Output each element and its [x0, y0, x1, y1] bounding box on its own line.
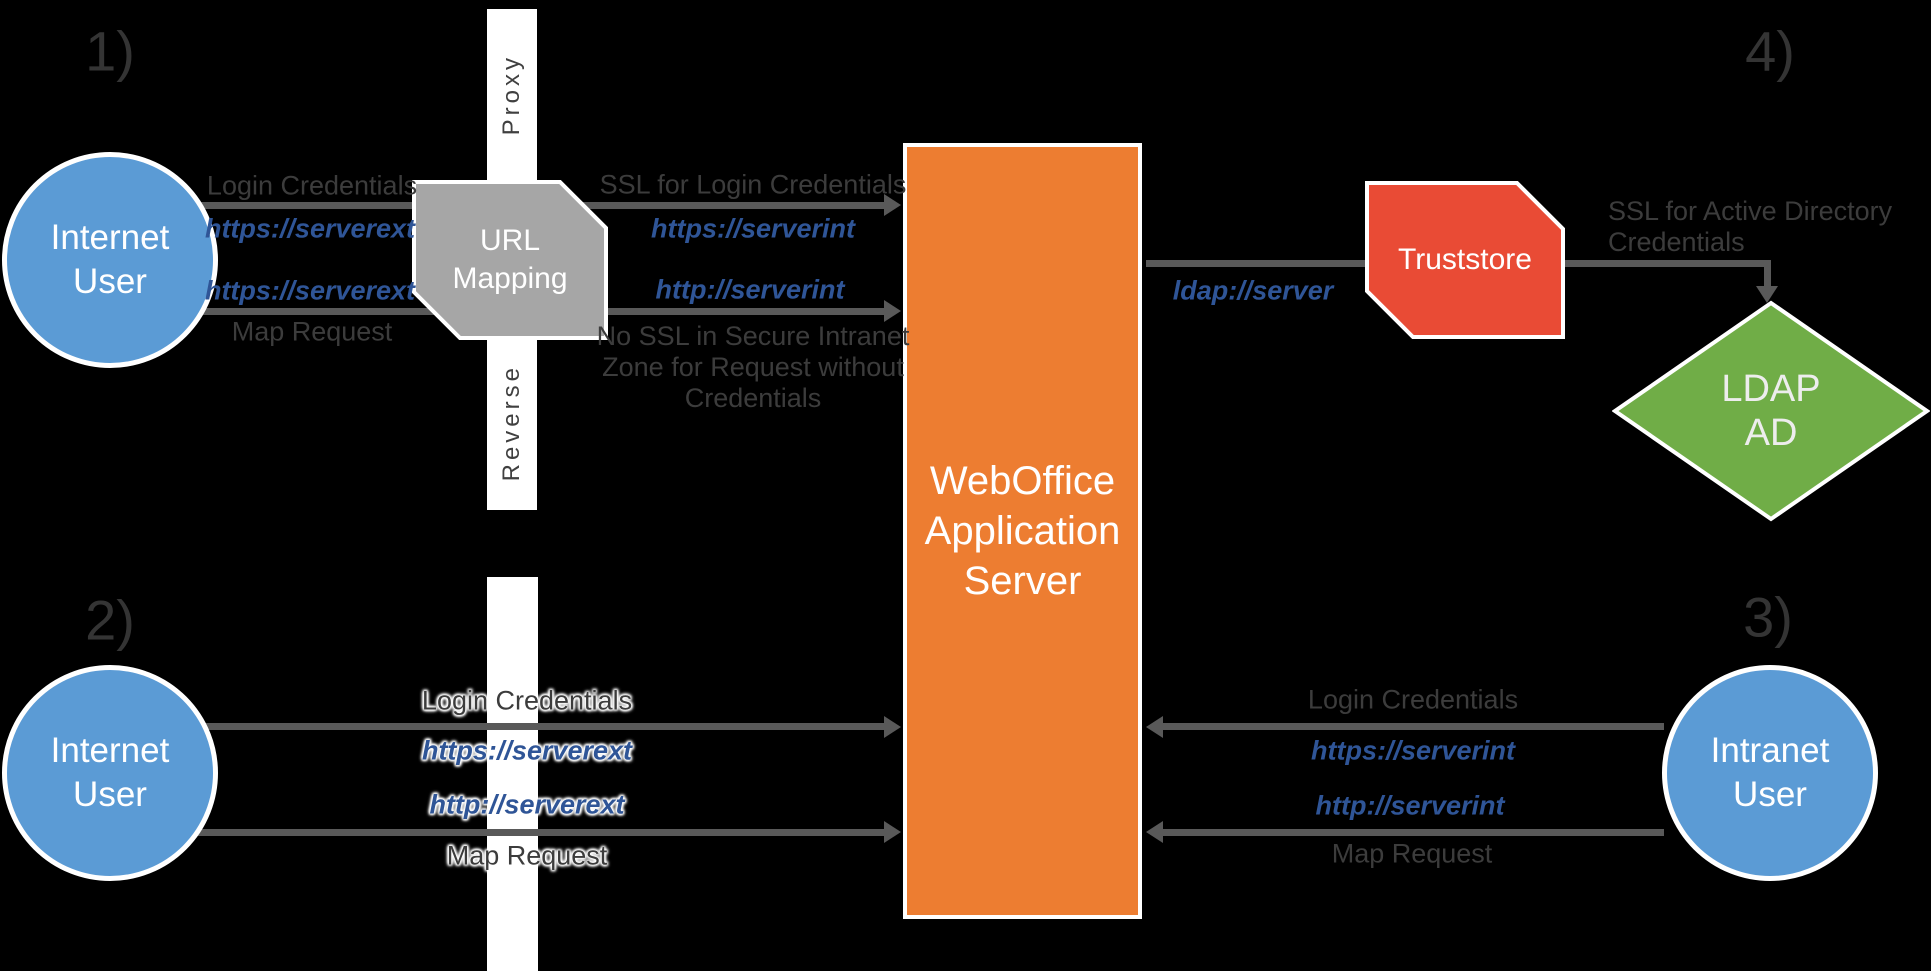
- internet-user-top-line1: Internet: [50, 218, 170, 257]
- intranet-user-line1: Intranet: [1710, 731, 1830, 770]
- internet-user-bottom-node: Internet User: [2, 665, 218, 881]
- ssl-ad-note-line2: Credentials: [1608, 227, 1745, 257]
- s1-https-serverext2-label: https://serverext: [204, 275, 416, 306]
- internet-user-bottom-line1: Internet: [50, 731, 170, 770]
- url-mapping-line2: Mapping: [452, 262, 568, 295]
- internet-user-top-node: Internet User: [2, 152, 218, 368]
- proxy-word-text: Proxy: [498, 54, 525, 136]
- arrow-s1-map-head: [884, 300, 901, 322]
- truststore-label: Truststore: [1398, 243, 1532, 276]
- reverse-proxy-bar-bottom: [487, 577, 538, 971]
- arrow-s3-map-head: [1146, 821, 1163, 843]
- url-mapping-shape: [412, 180, 608, 340]
- ldap-ad-shape: [1612, 300, 1930, 522]
- section-4-label: 4): [1745, 19, 1795, 83]
- truststore-shape: [1365, 181, 1565, 339]
- intranet-user-line2: User: [1733, 775, 1807, 814]
- s3-https-serverint-label: https://serverint: [1310, 735, 1516, 766]
- https-serverint-label: https://serverint: [650, 213, 856, 244]
- arrow-s3-map-line: [1162, 829, 1664, 836]
- s3-map-request-label: Map Request: [1331, 838, 1493, 869]
- arrow-s3-login-head: [1146, 716, 1163, 738]
- reverse-word: Reverse: [487, 335, 537, 510]
- no-ssl-note: No SSL in Secure Intranet Zone for Reque…: [597, 321, 910, 414]
- ldap-ad-node: LDAP AD: [1612, 300, 1930, 522]
- arrow-s2-login-head: [884, 716, 901, 738]
- arrow-s2-login-line: [180, 723, 887, 730]
- internet-user-bottom-line2: User: [73, 775, 147, 814]
- url-mapping-line1: URL: [479, 224, 540, 257]
- arrow-ldap-head: [1756, 286, 1778, 303]
- weboffice-line3: Server: [963, 559, 1082, 603]
- arrow-s1-login-head: [884, 194, 901, 216]
- url-mapping-node: URL Mapping: [412, 180, 608, 340]
- no-ssl-note-line3: Credentials: [684, 383, 822, 413]
- section-1-label: 1): [85, 19, 135, 83]
- s3-login-credentials-label: Login Credentials: [1307, 684, 1519, 715]
- s2-http-serverext-label: http://serverext: [429, 789, 625, 820]
- truststore-node: Truststore: [1365, 181, 1565, 339]
- ldap-server-label: ldap://server: [1172, 275, 1334, 306]
- s1-https-serverext-label: https://serverext: [204, 213, 416, 244]
- proxy-word: Proxy: [487, 20, 537, 170]
- s2-https-serverext-label: https://serverext: [421, 735, 633, 766]
- no-ssl-note-line2: Zone for Request without: [602, 352, 904, 382]
- s3-http-serverint-label: http://serverint: [1315, 790, 1505, 821]
- s1-login-credentials-label: Login Credentials: [206, 170, 418, 201]
- intranet-user-node: Intranet User: [1662, 665, 1878, 881]
- section-2-label: 2): [85, 588, 135, 652]
- internet-user-top-line2: User: [73, 262, 147, 301]
- s1-map-request-label: Map Request: [231, 316, 393, 347]
- ssl-active-directory-note: SSL for Active Directory Credentials: [1608, 196, 1892, 258]
- http-serverint-label: http://serverint: [655, 274, 845, 305]
- ldap-ad-line1: LDAP: [1721, 368, 1821, 410]
- arrow-ldap-elbow: [1764, 260, 1771, 288]
- arrow-s2-map-head: [884, 821, 901, 843]
- section-3-label: 3): [1743, 585, 1793, 649]
- no-ssl-note-line1: No SSL in Secure Intranet: [596, 321, 910, 351]
- s2-map-request-label: Map Request: [446, 840, 608, 871]
- weboffice-line1: WebOffice: [929, 459, 1116, 503]
- weboffice-server-node: WebOffice Application Server: [903, 143, 1142, 919]
- arrow-s3-login-line: [1162, 723, 1664, 730]
- s2-login-credentials-label: Login Credentials: [421, 685, 633, 716]
- ssl-login-credentials-label: SSL for Login Credentials: [599, 169, 907, 200]
- reverse-word-text: Reverse: [498, 363, 525, 482]
- ssl-ad-note-line1: SSL for Active Directory: [1608, 196, 1893, 226]
- ldap-ad-line2: AD: [1744, 412, 1798, 454]
- weboffice-line2: Application: [924, 509, 1121, 553]
- arrow-s2-map-line: [180, 829, 887, 836]
